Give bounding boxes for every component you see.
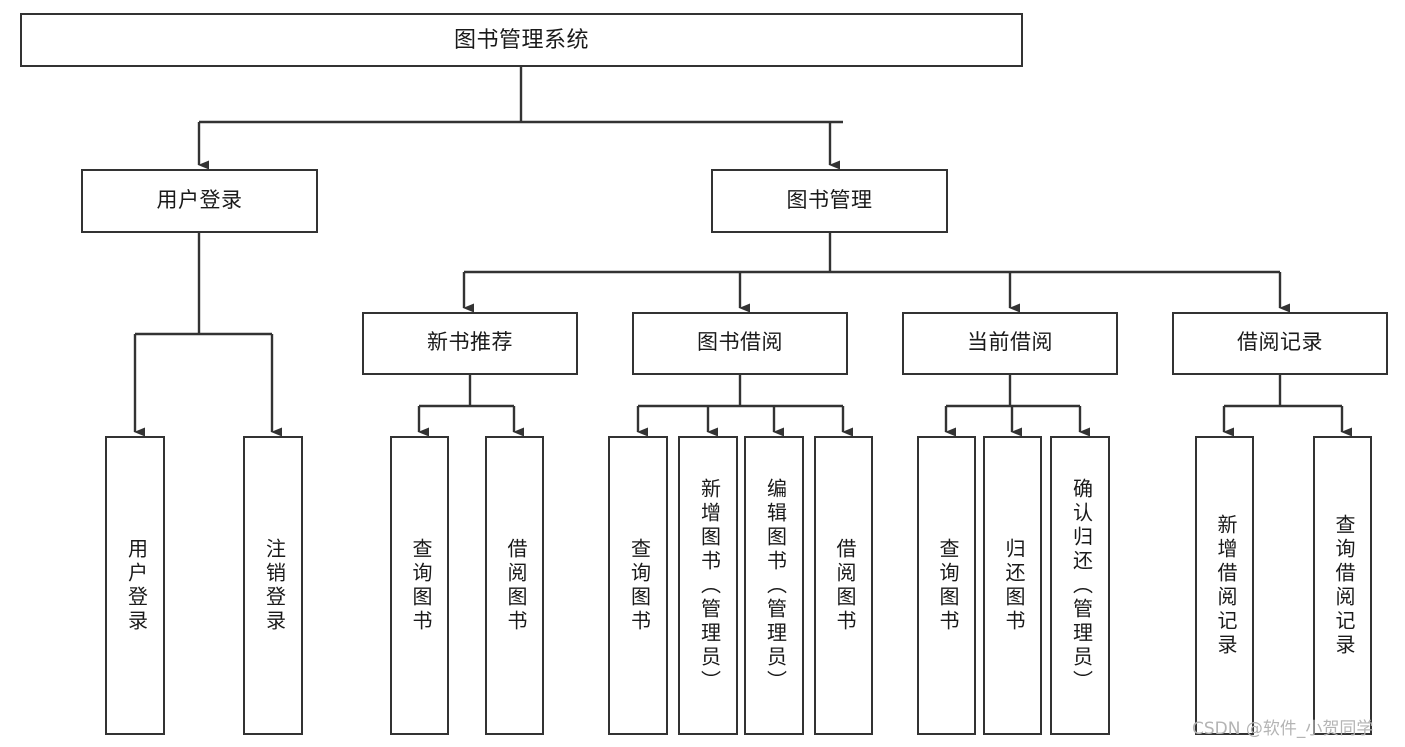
node-user-login[interactable]: 用户登录 <box>81 169 318 233</box>
leaf-borrow-book-new-book[interactable]: 借阅图书 <box>485 436 544 735</box>
csdn-watermark: CSDN @软件_小贺同学 <box>1192 719 1374 739</box>
leaf-logout[interactable]: 注销登录 <box>243 436 303 735</box>
leaf-query-book-current[interactable]: 查询图书 <box>917 436 976 735</box>
leaf-user-login[interactable]: 用户登录 <box>105 436 165 735</box>
node-new-book-recommend[interactable]: 新书推荐 <box>362 312 578 375</box>
leaf-add-book-admin[interactable]: 新增图书（管理员） <box>678 436 738 735</box>
leaf-borrow-book-borrow[interactable]: 借阅图书 <box>814 436 873 735</box>
node-current-borrow[interactable]: 当前借阅 <box>902 312 1118 375</box>
leaf-add-borrow-record[interactable]: 新增借阅记录 <box>1195 436 1254 735</box>
leaf-query-book-borrow[interactable]: 查询图书 <box>608 436 668 735</box>
node-book-borrow[interactable]: 图书借阅 <box>632 312 848 375</box>
leaf-return-book[interactable]: 归还图书 <box>983 436 1042 735</box>
leaf-confirm-return-admin[interactable]: 确认归还（管理员） <box>1050 436 1110 735</box>
node-book-management[interactable]: 图书管理 <box>711 169 948 233</box>
leaf-query-borrow-record[interactable]: 查询借阅记录 <box>1313 436 1372 735</box>
leaf-edit-book-admin[interactable]: 编辑图书（管理员） <box>744 436 804 735</box>
node-root-book-management-system[interactable]: 图书管理系统 <box>20 13 1023 67</box>
leaf-query-book-new-book[interactable]: 查询图书 <box>390 436 449 735</box>
node-borrow-record[interactable]: 借阅记录 <box>1172 312 1388 375</box>
